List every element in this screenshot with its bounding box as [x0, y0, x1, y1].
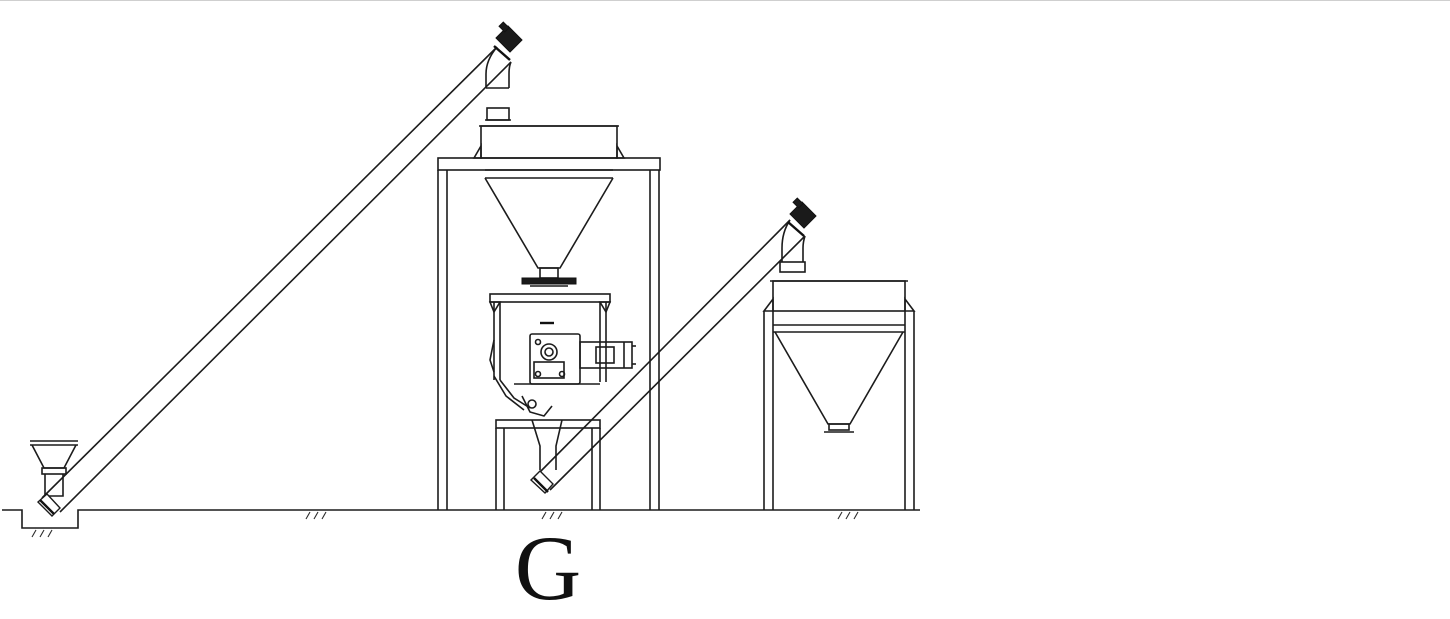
inclined-screw-conveyor-long	[36, 21, 523, 517]
storage-bin-right	[762, 280, 916, 510]
ground-line	[2, 509, 920, 529]
top-border-line	[0, 0, 1450, 1]
ground-hatch-marks	[31, 511, 859, 538]
mixer-unit	[488, 293, 636, 510]
feed-hopper-left	[30, 440, 78, 497]
upper-cone-hopper	[472, 125, 626, 287]
upper-inlet-pipe	[485, 107, 511, 121]
figure-label: G	[514, 517, 582, 619]
inclined-screw-conveyor-short	[529, 197, 817, 494]
